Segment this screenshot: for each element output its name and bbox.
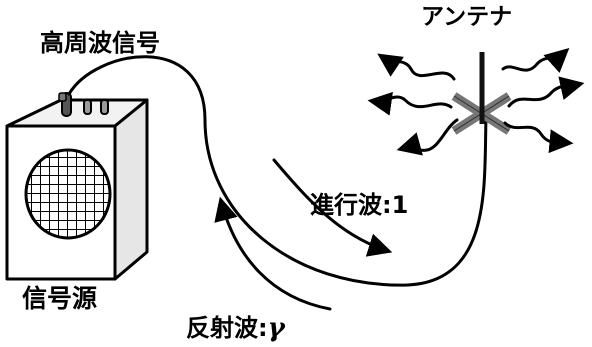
radiation-arrow bbox=[501, 47, 570, 73]
source-box-side bbox=[113, 98, 149, 281]
hf-signal-label: 高周波信号 bbox=[40, 29, 160, 57]
knob-icon bbox=[58, 92, 72, 117]
reflected-wave-arrow bbox=[214, 196, 332, 311]
signal-source-box bbox=[5, 92, 149, 281]
radiation-arrow bbox=[503, 121, 574, 154]
forward-wave-label: 進行波:1 bbox=[310, 191, 409, 219]
reflection-coefficient-symbol: γ bbox=[267, 313, 285, 343]
signal-source-label: 信号源 bbox=[22, 284, 98, 313]
reflected-wave-text: 反射波: bbox=[186, 314, 268, 342]
speaker-grill bbox=[24, 148, 112, 240]
forward-wave-arrow bbox=[272, 158, 393, 257]
knob-icon bbox=[83, 99, 92, 115]
radiation-arrow bbox=[396, 118, 459, 156]
antenna bbox=[451, 52, 512, 135]
transmission-cable bbox=[67, 55, 488, 287]
radiation-arrow bbox=[507, 76, 585, 108]
radiation-arrow bbox=[367, 91, 453, 116]
antenna-label: アンテナ bbox=[421, 4, 513, 30]
reflected-wave-label: 反射波:γ bbox=[186, 315, 285, 341]
knob-icon bbox=[100, 99, 109, 115]
radiation-arrows bbox=[367, 47, 585, 156]
radiation-arrow bbox=[377, 53, 456, 81]
